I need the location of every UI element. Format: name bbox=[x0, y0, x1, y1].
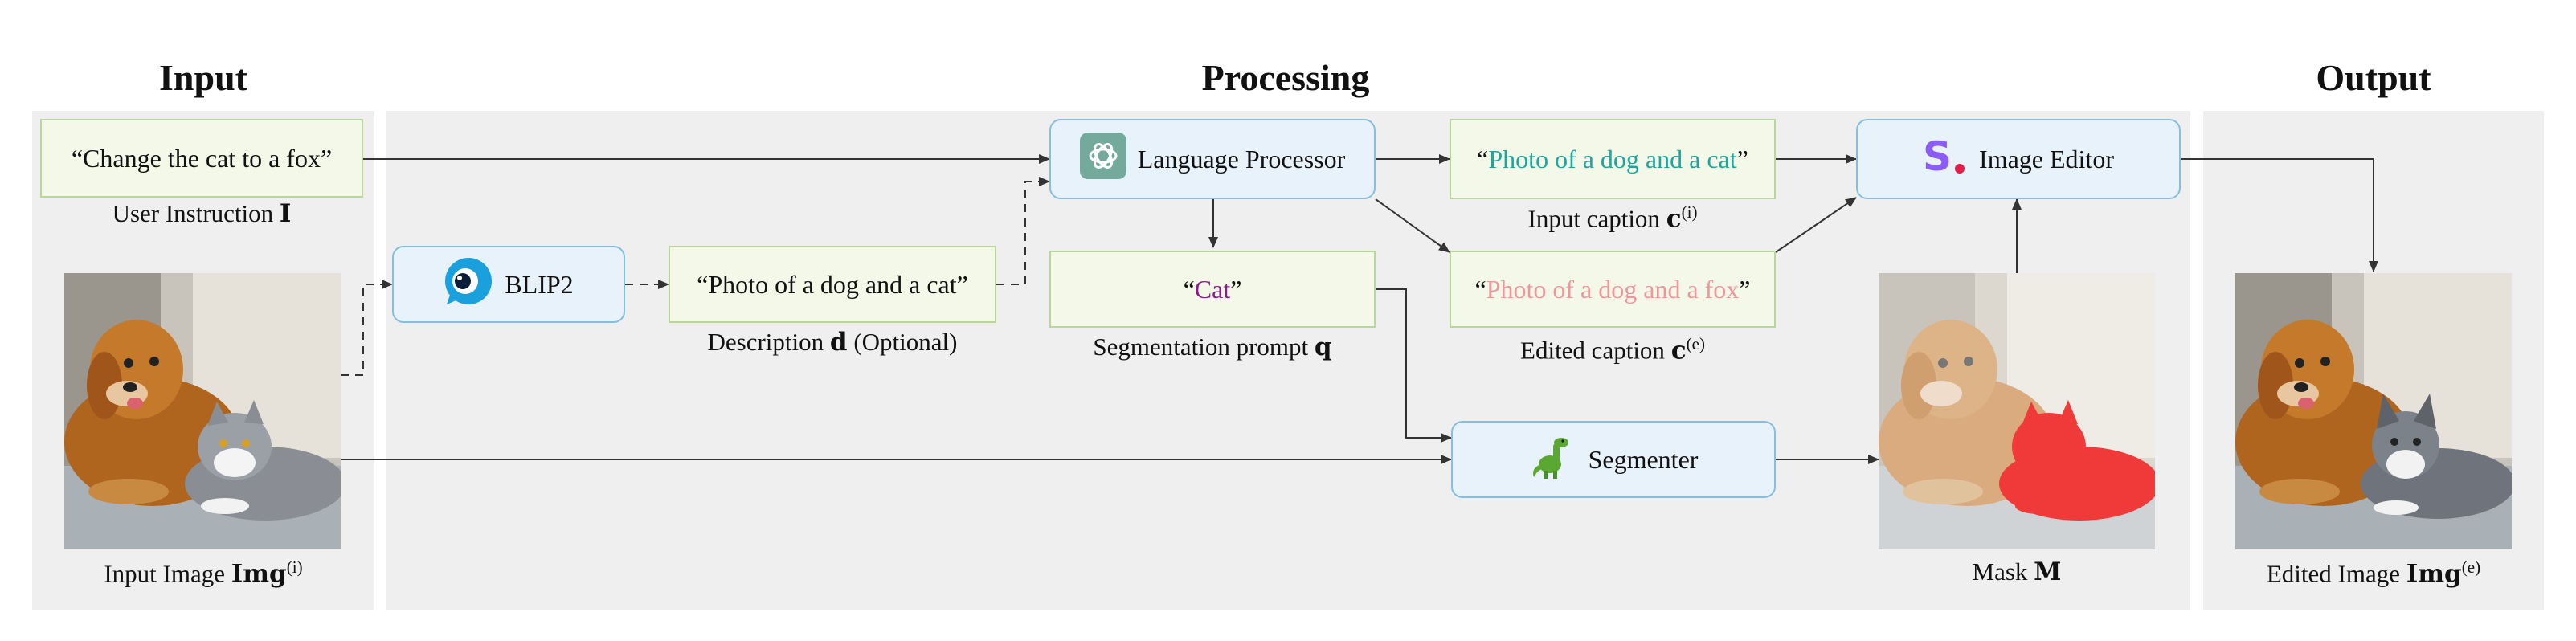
blip2-box: BLIP2 bbox=[392, 246, 625, 323]
edited-caption-text: Photo of a dog and a fox bbox=[1486, 274, 1740, 304]
user-instruction-label: User Instruction I bbox=[112, 199, 292, 228]
edited-caption-box: “Photo of a dog and a fox” bbox=[1450, 251, 1776, 328]
input-caption-text: Photo of a dog and a cat bbox=[1488, 144, 1737, 174]
segmentation-prompt-label: Segmentation prompt q bbox=[1093, 333, 1332, 361]
dog-and-cat-photo bbox=[64, 273, 341, 549]
blip2-label: BLIP2 bbox=[505, 269, 574, 299]
arrow-description-to-processor bbox=[996, 177, 1050, 285]
s-dot-logo-icon: S bbox=[1923, 133, 1968, 185]
input-caption-label: Input caption c(i) bbox=[1527, 202, 1698, 234]
language-processor-label: Language Processor bbox=[1137, 144, 1346, 174]
arrow-editor-to-output bbox=[2181, 158, 2378, 272]
description-text: “Photo of a dog and a cat” bbox=[697, 269, 968, 299]
section-title-output: Output bbox=[2316, 57, 2431, 98]
language-processor-box: Language Processor bbox=[1049, 119, 1376, 199]
openai-logo-icon bbox=[1079, 133, 1126, 186]
input-image bbox=[64, 273, 341, 549]
input-caption-box: “Photo of a dog and a cat” bbox=[1450, 119, 1776, 199]
image-editor-label: Image Editor bbox=[1979, 144, 2114, 174]
svg-text:S: S bbox=[1923, 133, 1952, 178]
user-instruction-box: “Change the cat to a fox” bbox=[40, 119, 363, 198]
segmenter-box: Segmenter bbox=[1451, 421, 1776, 498]
dog-and-fox-photo bbox=[2235, 273, 2512, 549]
masked-photo bbox=[1879, 273, 2155, 549]
eye-logo-icon bbox=[444, 256, 493, 312]
section-title-processing: Processing bbox=[1201, 57, 1370, 98]
section-title-input: Input bbox=[159, 57, 247, 98]
description-label: Description d (Optional) bbox=[707, 328, 958, 357]
image-editor-box: S Image Editor bbox=[1856, 119, 2181, 199]
edited-image-label: Edited Image Img(e) bbox=[2266, 557, 2481, 589]
mask-label: Mask M bbox=[1972, 557, 2062, 586]
segmentation-prompt-word: Cat bbox=[1194, 274, 1231, 304]
arrow-image-to-blip2 bbox=[341, 280, 393, 376]
user-instruction-text: “Change the cat to a fox” bbox=[71, 143, 333, 173]
edited-image bbox=[2235, 273, 2512, 549]
arrow-processor-to-edited-caption bbox=[1375, 198, 1450, 253]
segmentation-prompt-box: “Cat” bbox=[1049, 251, 1376, 328]
edited-caption-label: Edited caption c(e) bbox=[1520, 334, 1705, 365]
segmenter-label: Segmenter bbox=[1588, 444, 1699, 474]
arrow-edited-caption-to-editor bbox=[1775, 197, 1857, 253]
cat-mask-overlay bbox=[1999, 400, 2155, 521]
input-image-label: Input Image Img(i) bbox=[104, 557, 303, 589]
description-box: “Photo of a dog and a cat” bbox=[669, 246, 996, 323]
dinosaur-icon bbox=[1529, 432, 1577, 487]
arrow-seg-prompt-to-segmenter bbox=[1376, 288, 1452, 443]
mask-image bbox=[1879, 273, 2155, 549]
